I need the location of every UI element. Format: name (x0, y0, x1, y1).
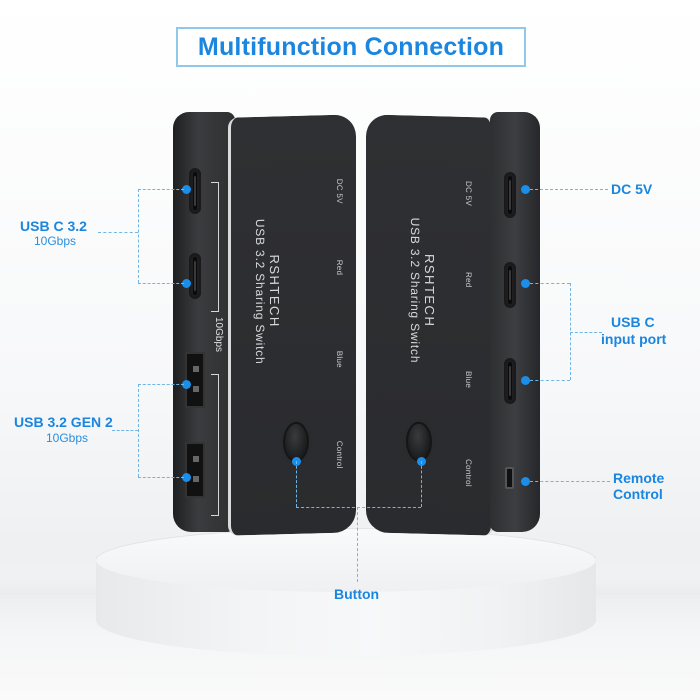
callout-remote-control-line1: Remote (613, 470, 665, 486)
callout-usb-32-gen2-title: USB 3.2 GEN 2 (14, 414, 113, 430)
callout-dot (182, 185, 191, 194)
face-label-control: Control (335, 440, 344, 469)
pedestal-top (96, 528, 596, 592)
usb-c-port-icon (189, 168, 201, 214)
callout-line (530, 380, 570, 381)
callout-line (530, 189, 608, 190)
title-banner: Multifunction Connection (176, 27, 526, 67)
brand-name: RSHTECH (267, 254, 282, 329)
face-label-blue: Blue (335, 350, 344, 369)
side-speed-label: 10Gbps (213, 317, 224, 353)
callout-dot (182, 380, 191, 389)
callout-button: Button (334, 586, 380, 602)
face-label-blue: Blue (464, 370, 473, 389)
face-label-dc5v: DC 5V (335, 178, 344, 204)
callout-line (357, 507, 358, 582)
face-label-dc5v: DC 5V (464, 180, 473, 207)
callout-remote-control-line2: Control (613, 486, 663, 502)
callout-dot (521, 477, 530, 486)
callout-dot (521, 376, 530, 385)
callout-dot (182, 279, 191, 288)
brand-name: RSHTECH (422, 254, 437, 328)
callout-line (112, 430, 138, 431)
left-device-face: RSHTECH USB 3.2 Sharing Switch DC 5V Red… (228, 114, 356, 536)
callout-line (138, 384, 139, 477)
mini-usb-port-icon (505, 467, 514, 489)
callout-usb-c-input-line1: USB C (611, 314, 655, 330)
callout-line (138, 189, 184, 190)
callout-line (421, 461, 422, 507)
push-button-icon (406, 421, 432, 463)
left-device-port-side: 10Gbps (173, 112, 235, 532)
right-device-port-side (490, 112, 540, 532)
callout-line (570, 332, 602, 333)
page-title: Multifunction Connection (197, 32, 505, 61)
face-label-control: Control (464, 458, 473, 488)
callout-usb-c-input-line2: input port (601, 331, 667, 347)
bracket-line (211, 374, 219, 516)
model-name: USB 3.2 Sharing Switch (253, 218, 267, 365)
brand-label: RSHTECH (267, 176, 282, 406)
brand-label: RSHTECH (422, 176, 437, 406)
callout-line (98, 232, 138, 233)
callout-line (530, 283, 570, 284)
usb-c-port-icon (504, 172, 516, 218)
callout-usb-c-32-title: USB C 3.2 (20, 218, 87, 234)
face-label-red: Red (335, 259, 344, 276)
callout-line (570, 283, 571, 380)
right-device-face: RSHTECH USB 3.2 Sharing Switch DC 5V Red… (366, 114, 494, 536)
usb-c-port-icon (504, 358, 516, 404)
model-label: USB 3.2 Sharing Switch (408, 175, 422, 405)
face-label-red: Red (464, 271, 473, 288)
callout-line (138, 189, 139, 283)
model-name: USB 3.2 Sharing Switch (408, 217, 422, 364)
callout-line (138, 384, 184, 385)
callout-line (138, 477, 184, 478)
callout-dc-5v: DC 5V (611, 181, 653, 197)
model-label: USB 3.2 Sharing Switch (253, 177, 267, 407)
bracket-line (211, 182, 219, 312)
callout-line (530, 481, 610, 482)
callout-usb-32-gen2-subtitle: 10Gbps (46, 431, 89, 445)
usb-a-port-icon (185, 442, 205, 498)
callout-dot (182, 473, 191, 482)
usb-c-port-icon (504, 262, 516, 308)
callout-usb-c-32-subtitle: 10Gbps (34, 234, 77, 248)
callout-line (296, 461, 297, 507)
callout-dot (521, 279, 530, 288)
usb-c-port-icon (189, 253, 201, 299)
callout-line (138, 283, 184, 284)
callout-dot (521, 185, 530, 194)
callout-line (296, 507, 421, 508)
